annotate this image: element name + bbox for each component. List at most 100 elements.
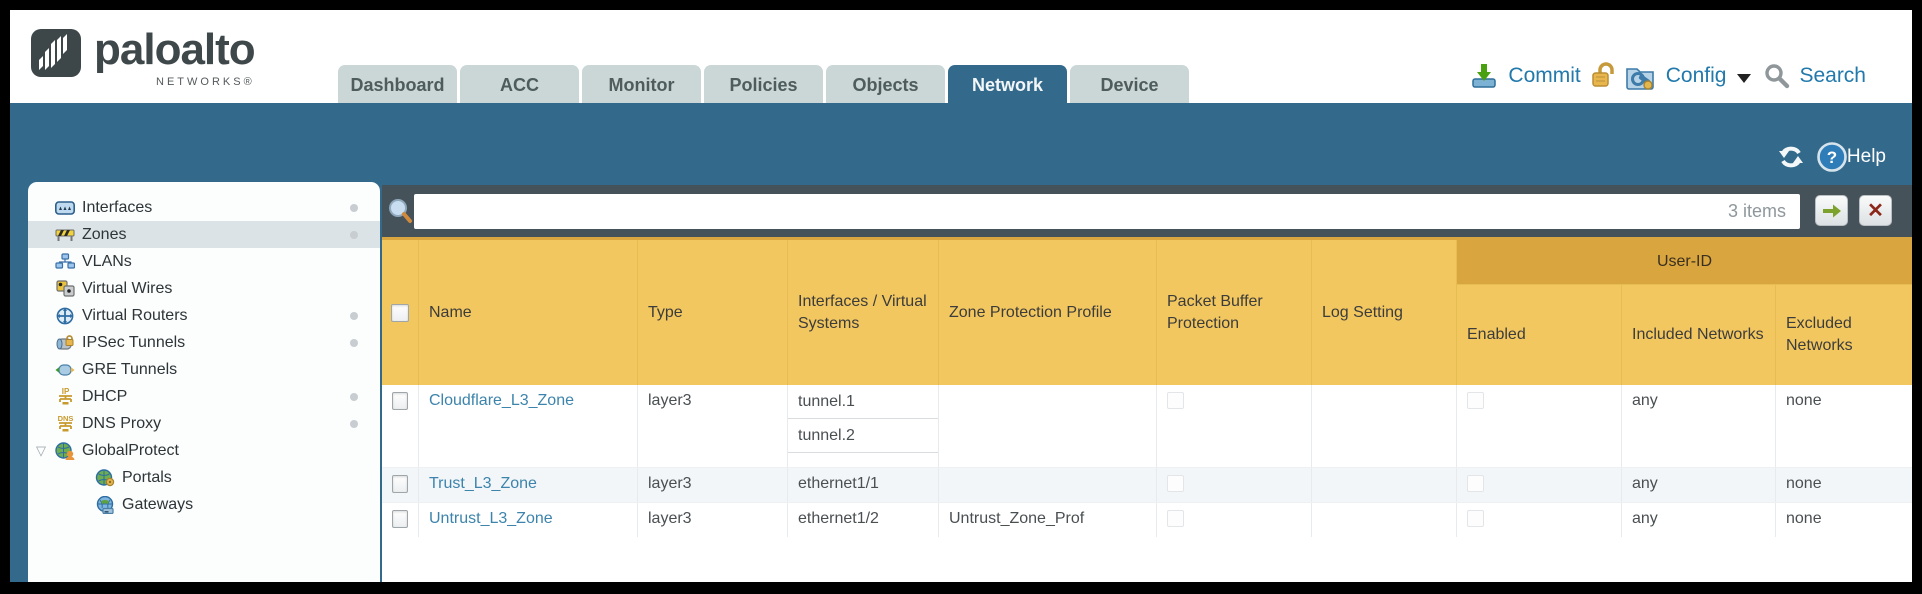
user-id-group: User-ID Enabled Included Networks Exclud… xyxy=(1457,240,1912,385)
column-header-excluded-networks[interactable]: Excluded Networks xyxy=(1776,285,1912,385)
sidebar-item-globalprotect[interactable]: ▽ GlobalProtect xyxy=(28,437,380,464)
column-header-interfaces[interactable]: Interfaces / Virtual Systems xyxy=(788,240,939,385)
config-menu[interactable]: Config xyxy=(1665,64,1727,87)
excluded-networks: none xyxy=(1786,392,1822,409)
excluded-networks: none xyxy=(1786,475,1822,492)
tab-policies[interactable]: Policies xyxy=(704,65,823,103)
search-icon[interactable] xyxy=(1764,63,1790,89)
column-header-enabled[interactable]: Enabled xyxy=(1457,285,1622,385)
commit-button[interactable]: Commit xyxy=(1508,64,1581,87)
main-nav-tabs: Dashboard ACC Monitor Policies Objects N… xyxy=(338,65,1189,103)
items-count: 3 items xyxy=(1727,201,1786,221)
zone-interfaces: tunnel.1 tunnel.2 xyxy=(788,385,939,467)
zone-interfaces: ethernet1/2 xyxy=(788,503,939,537)
zone-protection-profile: Untrust_Zone_Prof xyxy=(939,503,1157,537)
sidebar-item-gre-tunnels[interactable]: GRE Tunnels xyxy=(28,356,380,383)
sidebar-item-ipsec-tunnels[interactable]: IPSec Tunnels xyxy=(28,329,380,356)
filter-search-icon[interactable] xyxy=(387,197,414,225)
green-arrow-icon xyxy=(1822,204,1841,217)
help-icon[interactable]: ? xyxy=(1817,142,1847,172)
sidebar-item-dns-proxy[interactable]: DNS DNS Proxy xyxy=(28,410,380,437)
tab-dashboard[interactable]: Dashboard xyxy=(338,65,457,103)
clear-filter-button[interactable]: ✕ xyxy=(1859,195,1892,226)
sidebar-item-portals[interactable]: Portals xyxy=(28,464,380,491)
svg-text:?: ? xyxy=(1827,148,1837,167)
sidebar-item-label: DNS Proxy xyxy=(82,414,162,432)
zone-name-link[interactable]: Trust_L3_Zone xyxy=(429,475,537,492)
table-row[interactable]: Trust_L3_Zone layer3 ethernet1/1 any non… xyxy=(382,467,1912,502)
packet-buffer-protection-checkbox[interactable] xyxy=(1167,392,1184,409)
status-dot xyxy=(350,420,358,428)
brand-subtitle: NETWORKS® xyxy=(156,76,255,88)
column-header-log-setting[interactable]: Log Setting xyxy=(1312,240,1457,385)
sidebar-item-label: Interfaces xyxy=(82,198,153,216)
gre-tunnels-icon xyxy=(54,363,76,377)
brand-text: paloalto NETWORKS® xyxy=(94,26,256,89)
user-id-enabled-checkbox[interactable] xyxy=(1467,475,1484,492)
zone-interfaces: ethernet1/1 xyxy=(788,468,939,502)
portals-icon xyxy=(94,468,116,487)
column-header-type[interactable]: Type xyxy=(638,240,788,385)
user-id-enabled-checkbox[interactable] xyxy=(1467,392,1484,409)
commit-icon[interactable] xyxy=(1469,62,1499,90)
clear-x-icon: ✕ xyxy=(1867,199,1884,222)
sidebar-item-virtual-wires[interactable]: Virtual Wires xyxy=(28,275,380,302)
interface-entry: tunnel.1 xyxy=(788,385,938,419)
row-checkbox[interactable] xyxy=(392,510,408,528)
column-header-packet-buffer-protection[interactable]: Packet Buffer Protection xyxy=(1157,240,1312,385)
search-button[interactable]: Search xyxy=(1799,64,1866,87)
zone-protection-profile xyxy=(939,468,1157,502)
sidebar-item-gateways[interactable]: Gateways xyxy=(28,491,380,518)
sidebar-item-label: Virtual Routers xyxy=(82,306,188,324)
status-dot xyxy=(350,339,358,347)
filter-input[interactable] xyxy=(414,194,1728,229)
filter-row: 3 items ✕ xyxy=(382,185,1912,237)
column-header-included-networks[interactable]: Included Networks xyxy=(1622,285,1776,385)
apply-filter-button[interactable] xyxy=(1815,195,1848,226)
column-header-name[interactable]: Name xyxy=(419,240,638,385)
tab-objects[interactable]: Objects xyxy=(826,65,945,103)
virtual-wires-icon xyxy=(54,280,76,297)
config-caret-icon[interactable] xyxy=(1737,73,1752,83)
zone-type: layer3 xyxy=(638,385,788,467)
table-row[interactable]: Untrust_L3_Zone layer3 ethernet1/2 Untru… xyxy=(382,502,1912,537)
table-row[interactable]: Cloudflare_L3_Zone layer3 tunnel.1 tunne… xyxy=(382,385,1912,467)
sidebar-item-vlans[interactable]: VLANs xyxy=(28,248,380,275)
table-header: Name Type Interfaces / Virtual Systems Z… xyxy=(382,237,1912,385)
header-actions: Commit Config Search xyxy=(1469,61,1866,91)
column-header-zone-protection-profile[interactable]: Zone Protection Profile xyxy=(939,240,1157,385)
user-id-group-header: User-ID xyxy=(1457,240,1912,285)
row-checkbox[interactable] xyxy=(392,392,408,410)
header-checkbox-cell xyxy=(382,240,419,385)
gateways-icon xyxy=(94,495,116,514)
packet-buffer-protection-checkbox[interactable] xyxy=(1167,510,1184,527)
help-label[interactable]: Help xyxy=(1846,146,1886,167)
interfaces-icon xyxy=(54,200,76,215)
config-icon[interactable] xyxy=(1625,61,1657,91)
sidebar-item-virtual-routers[interactable]: Virtual Routers xyxy=(28,302,380,329)
sidebar-item-dhcp[interactable]: IP DHCP xyxy=(28,383,380,410)
log-setting xyxy=(1312,385,1457,467)
packet-buffer-protection-checkbox[interactable] xyxy=(1167,475,1184,492)
select-all-checkbox[interactable] xyxy=(391,303,409,322)
sidebar-item-zones[interactable]: Zones xyxy=(28,221,380,248)
user-id-enabled-checkbox[interactable] xyxy=(1467,510,1484,527)
sidebar-item-label: Zones xyxy=(82,225,127,243)
zone-name-link[interactable]: Cloudflare_L3_Zone xyxy=(429,392,574,409)
zone-type: layer3 xyxy=(638,503,788,537)
lock-icon[interactable] xyxy=(1590,62,1616,90)
paloalto-logo-icon xyxy=(31,29,81,77)
refresh-icon[interactable] xyxy=(1777,144,1805,170)
sidebar-item-label: GRE Tunnels xyxy=(82,360,178,378)
tab-acc[interactable]: ACC xyxy=(460,65,579,103)
tab-monitor[interactable]: Monitor xyxy=(582,65,701,103)
tab-device[interactable]: Device xyxy=(1070,65,1189,103)
sidebar: Interfaces Zones VLANs Virtual Wires xyxy=(28,182,380,582)
sidebar-item-label: IPSec Tunnels xyxy=(82,333,186,351)
zone-protection-profile xyxy=(939,385,1157,467)
zone-name-link[interactable]: Untrust_L3_Zone xyxy=(429,510,553,527)
expander-triangle-icon[interactable]: ▽ xyxy=(36,442,46,458)
sidebar-item-interfaces[interactable]: Interfaces xyxy=(28,194,380,221)
row-checkbox[interactable] xyxy=(392,475,408,493)
tab-network[interactable]: Network xyxy=(948,65,1067,103)
